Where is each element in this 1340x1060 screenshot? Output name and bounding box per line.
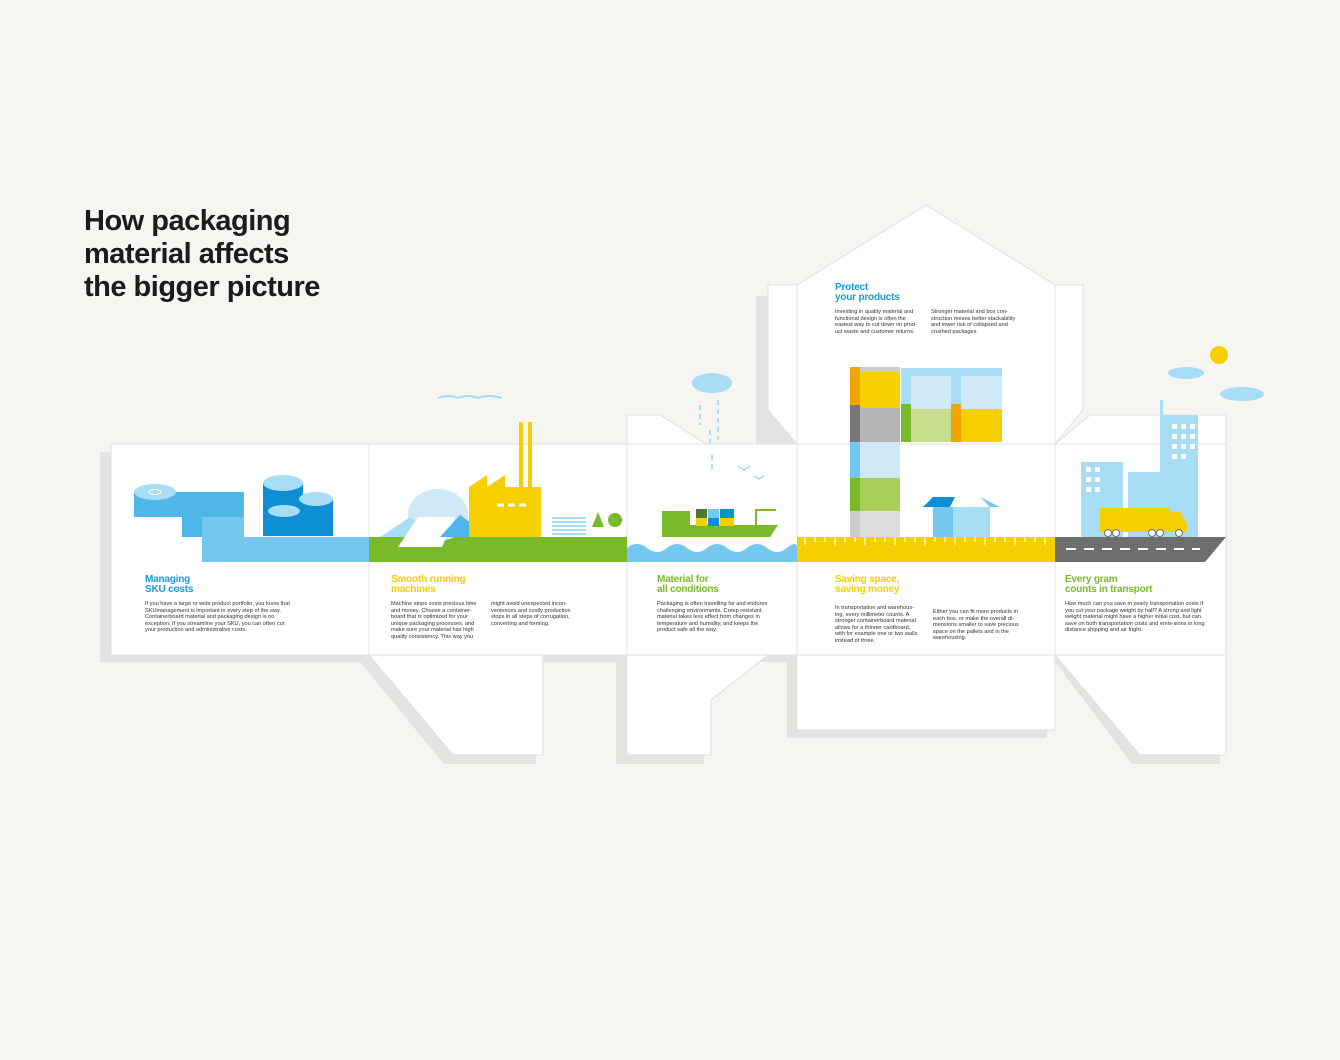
section-body: Investing in quality material and functi…	[835, 309, 917, 335]
section-body: In transportation and warehous-ing, ever…	[835, 605, 918, 644]
heading-line: Protect	[835, 282, 869, 293]
factory-icon	[380, 395, 622, 547]
section-heading: Saving space,saving money	[835, 575, 1030, 595]
stacked-boxes-icon	[850, 367, 1002, 537]
city-truck-icon	[1081, 346, 1264, 537]
top-tab	[626, 414, 708, 445]
page-title: How packaging material affects the bigge…	[84, 205, 320, 304]
heading-line: your products	[835, 292, 900, 303]
heading-line: SKU costs	[145, 584, 194, 595]
section-body: If you have a large or wide product port…	[145, 601, 290, 634]
section-body: How much can you save in yearly transpor…	[1065, 601, 1205, 634]
bottom-flap	[1053, 654, 1227, 756]
section-body: Either you can fit more products in each…	[933, 609, 1019, 642]
heading-line: Managing	[145, 574, 191, 585]
section-saving-space: Saving space,saving money In transportat…	[835, 575, 1030, 645]
heading-line: Material for	[657, 574, 709, 585]
heading-line: Saving space,	[835, 574, 900, 585]
heading-line: saving money	[835, 584, 900, 595]
heading-line: machines	[391, 584, 436, 595]
heading-line: all conditions	[657, 584, 719, 595]
center-bottom-flap	[796, 654, 1056, 731]
ruler-strip	[797, 537, 1055, 562]
ruler-ticks	[804, 537, 1046, 545]
bottom-flap	[367, 654, 544, 756]
title-line: material affects	[84, 238, 289, 270]
right-side-flap	[1054, 284, 1084, 446]
title-line: the bigger picture	[84, 271, 320, 303]
bottom-flap	[626, 654, 770, 756]
section-body: might avoid unexpected incon-veniences a…	[491, 601, 571, 627]
waves	[627, 537, 797, 552]
heading-line: Every gram	[1065, 574, 1118, 585]
top-tab	[1053, 414, 1227, 445]
cargo-ship-icon	[662, 373, 778, 537]
paper-rolls-icon	[134, 475, 333, 537]
heading-line: Smooth running	[391, 574, 466, 585]
heading-line: counts in transport	[1065, 584, 1153, 595]
belt-strip	[202, 537, 369, 562]
section-body: Stronger material and box con-struction …	[931, 309, 1016, 335]
title-line: How packaging	[84, 205, 291, 237]
section-body: Packaging is often travelling far and en…	[657, 601, 768, 634]
section-body: Machine stops costs precious time and mo…	[391, 601, 477, 640]
